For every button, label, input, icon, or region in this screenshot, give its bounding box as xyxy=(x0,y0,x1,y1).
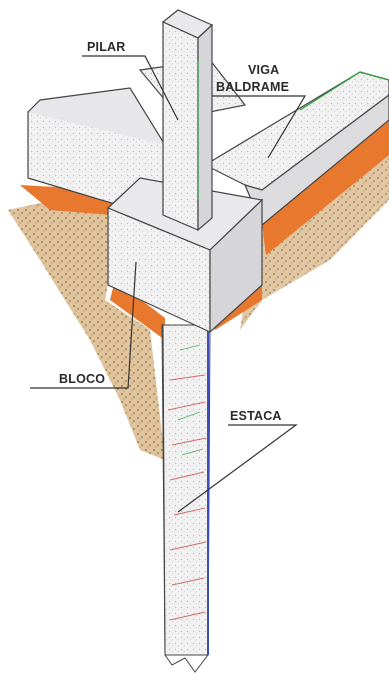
label-baldrame: BALDRAME xyxy=(216,80,289,94)
label-bloco: BLOCO xyxy=(59,372,105,386)
pile xyxy=(162,325,210,672)
label-estaca: ESTACA xyxy=(230,409,282,423)
column xyxy=(163,10,212,230)
label-viga: VIGA xyxy=(248,63,279,77)
label-pilar: PILAR xyxy=(87,40,126,54)
